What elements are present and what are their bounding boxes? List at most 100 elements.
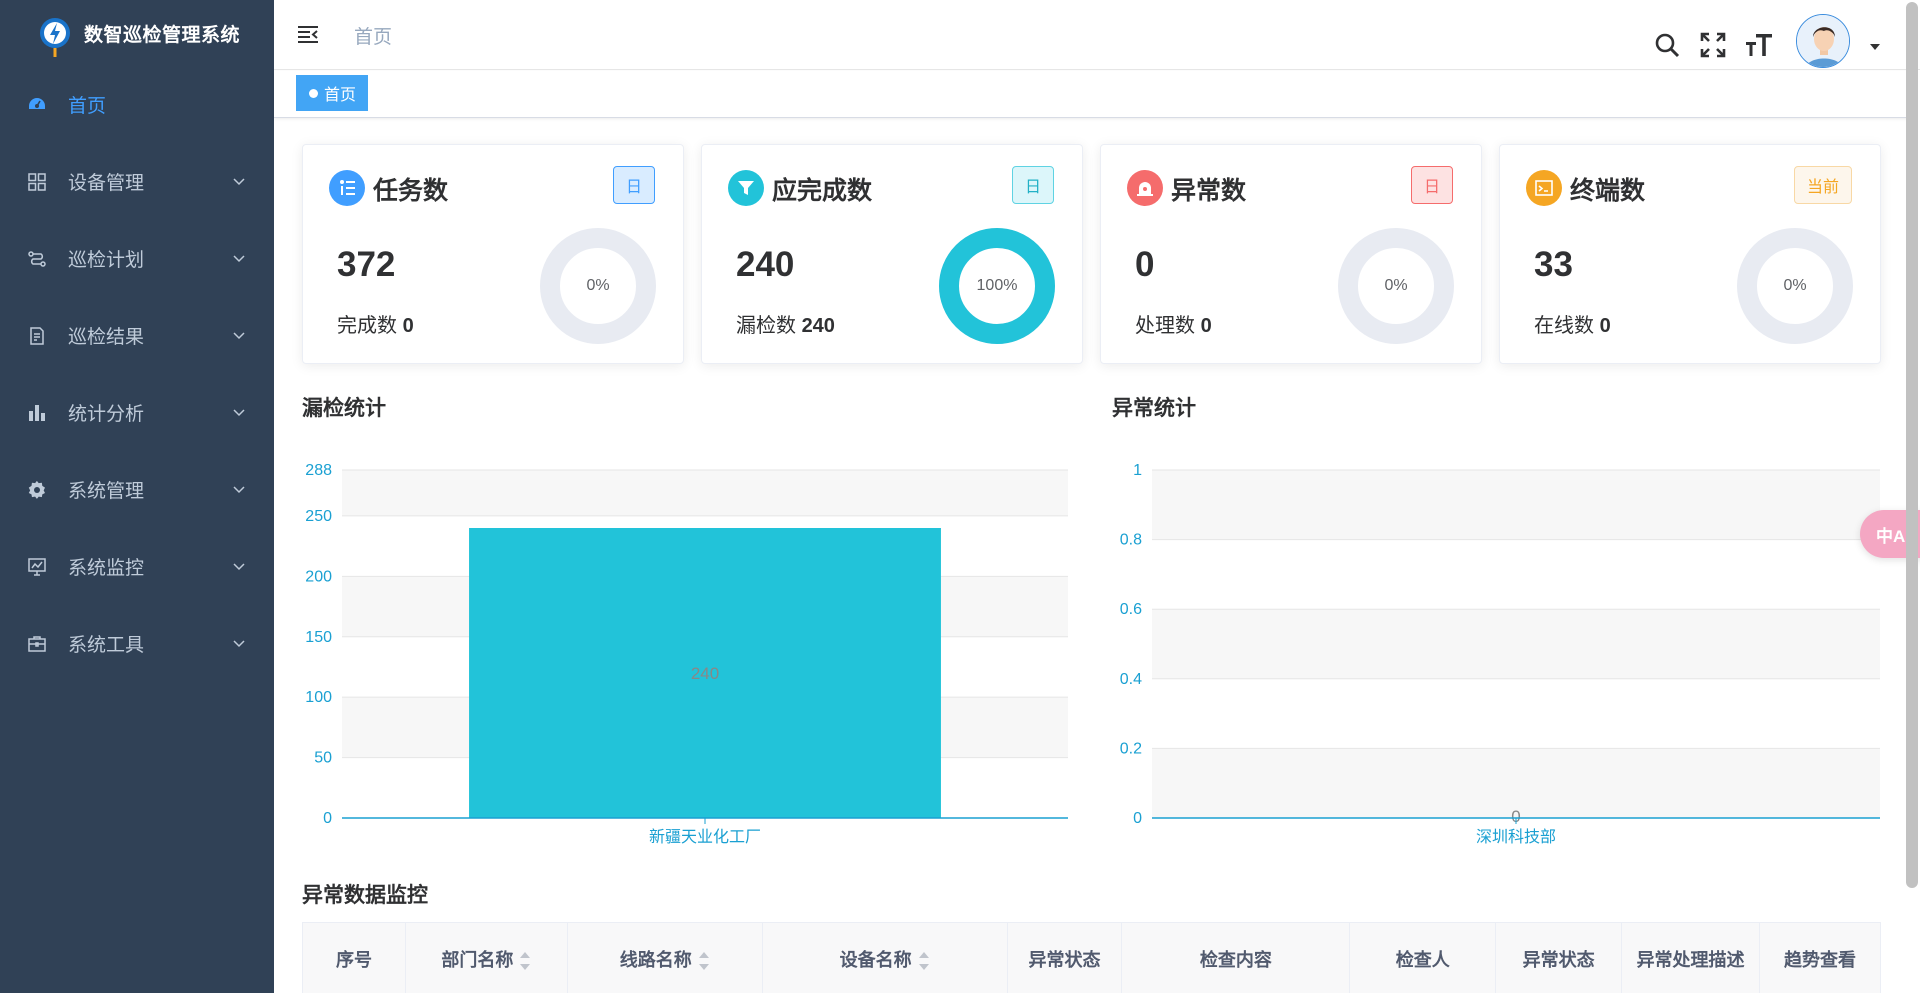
col-handle-desc: 异常处理描述 bbox=[1621, 922, 1761, 993]
ring-track bbox=[1737, 228, 1853, 344]
stat-card-tasks: 任务数 日 372 完成数 0 0% bbox=[302, 144, 684, 364]
tag-home[interactable]: 首页 bbox=[296, 75, 369, 111]
caret-down-icon[interactable] bbox=[1870, 44, 1880, 50]
font-size-icon[interactable] bbox=[1744, 30, 1774, 60]
y-tick-label: 0.4 bbox=[1120, 671, 1142, 688]
abnormal-monitor-title: 异常数据监控 bbox=[302, 884, 428, 907]
period-badge: 日 bbox=[1410, 166, 1453, 204]
y-tick-label: 200 bbox=[305, 568, 332, 585]
grid-band bbox=[1152, 470, 1880, 540]
sidebar-item-label: 系统管理 bbox=[68, 481, 145, 502]
y-tick-label: 1 bbox=[1133, 462, 1142, 479]
data-label: 0 bbox=[1511, 807, 1520, 826]
logo-icon bbox=[38, 16, 72, 57]
tags-view: 首页 bbox=[274, 71, 1908, 118]
sidebar-item-home[interactable]: 首页 bbox=[0, 66, 274, 143]
stat-card-abnormal: 异常数 日 0 处理数 0 0% bbox=[1100, 144, 1482, 364]
sidebar-item-plan[interactable]: 巡检计划 bbox=[0, 220, 274, 297]
progress-ring bbox=[1338, 228, 1454, 344]
card-subtext: 处理数 0 bbox=[1135, 315, 1212, 337]
card-title: 终端数 bbox=[1570, 177, 1646, 205]
search-icon[interactable] bbox=[1652, 30, 1682, 60]
page-scrollbar[interactable] bbox=[1906, 2, 1918, 888]
grid-band bbox=[342, 470, 1068, 516]
chevron-down-icon bbox=[233, 486, 245, 494]
dashboard-icon bbox=[26, 94, 48, 116]
missed-stats-title: 漏检统计 bbox=[302, 397, 386, 420]
period-badge: 日 bbox=[612, 166, 655, 204]
chevron-down-icon bbox=[233, 409, 245, 417]
app-logo[interactable]: 数智巡检管理系统 bbox=[0, 0, 274, 66]
card-value: 0 bbox=[1135, 245, 1155, 284]
chevron-down-icon bbox=[233, 332, 245, 340]
active-dot-icon bbox=[309, 88, 318, 98]
card-subtext: 完成数 0 bbox=[337, 315, 414, 337]
sidebar-item-result[interactable]: 巡检结果 bbox=[0, 297, 274, 374]
sidebar-item-device[interactable]: 设备管理 bbox=[0, 143, 274, 220]
y-tick-label: 150 bbox=[305, 629, 332, 646]
abnormal-stats-title: 异常统计 bbox=[1112, 397, 1196, 420]
sidebar-item-monitor[interactable]: 系统监控 bbox=[0, 528, 274, 605]
sidebar-item-label: 巡检计划 bbox=[68, 250, 145, 271]
y-tick-label: 0.2 bbox=[1120, 740, 1142, 757]
col-route[interactable]: 线路名称 bbox=[567, 922, 763, 993]
sidebar-item-tools[interactable]: 系统工具 bbox=[0, 605, 274, 682]
hamburger-icon[interactable] bbox=[296, 22, 320, 46]
sidebar-item-system[interactable]: 系统管理 bbox=[0, 451, 274, 528]
sidebar-item-label: 系统监控 bbox=[68, 558, 145, 579]
progress-ring-label: 0% bbox=[1384, 277, 1408, 294]
col-trend: 趋势查看 bbox=[1759, 922, 1881, 993]
chevron-down-icon bbox=[233, 178, 245, 186]
sidebar: 数智巡检管理系统 首页 设备管理 巡检计划 巡检结果 bbox=[0, 0, 274, 993]
period-badge: 日 bbox=[1011, 166, 1054, 204]
x-tick-label: 深圳科技部 bbox=[1476, 828, 1556, 846]
chevron-down-icon bbox=[233, 563, 245, 571]
abnormal-data-table: 序号 部门名称 线路名称 设备名称 异常状态 检查内容 检查人 异常状态 异常处… bbox=[302, 922, 1881, 993]
stat-card-terminal: 终端数 当前 33 在线数 0 0% bbox=[1499, 144, 1881, 364]
bar bbox=[469, 528, 941, 818]
sort-icon[interactable] bbox=[918, 951, 930, 970]
sidebar-item-label: 系统工具 bbox=[68, 635, 145, 656]
alarm-icon bbox=[1127, 170, 1163, 206]
header-actions bbox=[1636, 14, 1850, 72]
y-tick-label: 250 bbox=[305, 508, 332, 525]
sidebar-item-stats[interactable]: 统计分析 bbox=[0, 374, 274, 451]
col-department[interactable]: 部门名称 bbox=[405, 922, 568, 993]
breadcrumb[interactable]: 首页 bbox=[354, 27, 393, 48]
sidebar-item-label: 巡检结果 bbox=[68, 327, 145, 348]
avatar[interactable] bbox=[1796, 14, 1850, 68]
bar-chart-icon bbox=[26, 402, 48, 424]
sidebar-item-label: 统计分析 bbox=[68, 404, 145, 425]
progress-ring bbox=[939, 228, 1055, 344]
y-tick-label: 0 bbox=[1133, 810, 1142, 827]
sidebar-item-label: 首页 bbox=[68, 96, 107, 117]
tag-label: 首页 bbox=[324, 87, 357, 104]
table-header-row: 序号 部门名称 线路名称 设备名称 异常状态 检查内容 检查人 异常状态 异常处… bbox=[302, 922, 1881, 993]
sidebar-menu: 首页 设备管理 巡检计划 巡检结果 统计分析 bbox=[0, 66, 274, 682]
ring-progress bbox=[939, 228, 1055, 344]
y-tick-label: 0 bbox=[323, 810, 332, 827]
sidebar-item-label: 设备管理 bbox=[68, 173, 145, 194]
ring-track bbox=[540, 228, 656, 344]
ring-track bbox=[1338, 228, 1454, 344]
app-title: 数智巡检管理系统 bbox=[84, 24, 241, 46]
card-title: 任务数 bbox=[373, 177, 449, 205]
terminal-icon bbox=[1526, 170, 1562, 206]
data-label: 240 bbox=[691, 664, 719, 683]
sort-icon[interactable] bbox=[698, 951, 710, 970]
chevron-down-icon bbox=[233, 640, 245, 648]
list-icon bbox=[329, 170, 365, 206]
route-icon bbox=[26, 248, 48, 270]
col-inspector: 检查人 bbox=[1349, 922, 1497, 993]
y-tick-label: 50 bbox=[314, 750, 332, 767]
col-device[interactable]: 设备名称 bbox=[762, 922, 1008, 993]
fullscreen-icon[interactable] bbox=[1698, 30, 1728, 60]
progress-ring-label: 0% bbox=[586, 277, 610, 294]
grid-icon bbox=[26, 171, 48, 193]
funnel-icon bbox=[728, 170, 764, 206]
col-abnormal-status: 异常状态 bbox=[1007, 922, 1123, 993]
sort-icon[interactable] bbox=[519, 951, 531, 970]
grid-band bbox=[1152, 748, 1880, 818]
